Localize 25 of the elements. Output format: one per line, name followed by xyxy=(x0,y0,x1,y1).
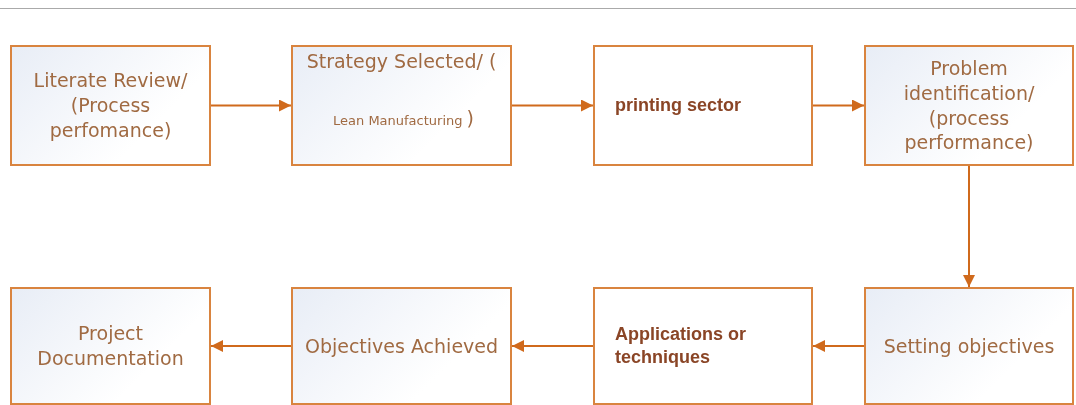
arrow xyxy=(812,340,865,352)
box-text: Literate Review/ (Process perfomance) xyxy=(32,68,189,143)
box-text: Objectives Achieved xyxy=(304,333,499,359)
arrow xyxy=(210,99,292,112)
box-text: printing sector xyxy=(615,93,741,117)
box-text: Problem identification/ (process performance) xyxy=(902,56,1036,155)
box-text: Setting objectives xyxy=(883,333,1055,359)
process-box xyxy=(10,45,211,166)
box-text: Project Documentation xyxy=(36,321,185,371)
process-box xyxy=(864,45,1074,166)
box-text: Lean Manufacturing xyxy=(333,112,463,130)
process-box xyxy=(593,45,813,166)
process-box xyxy=(864,287,1074,405)
arrow xyxy=(210,340,292,352)
process-box xyxy=(593,287,813,405)
process-box xyxy=(291,45,512,166)
process-box xyxy=(291,287,512,405)
arrow xyxy=(963,165,975,288)
box-text: Applications or techniques xyxy=(615,322,747,369)
arrow xyxy=(511,340,594,352)
box-text: ) xyxy=(466,105,474,131)
process-box xyxy=(10,287,211,405)
arrow xyxy=(511,99,594,112)
box-text: Strategy Selected/ ( xyxy=(305,49,498,74)
arrow xyxy=(812,99,865,112)
